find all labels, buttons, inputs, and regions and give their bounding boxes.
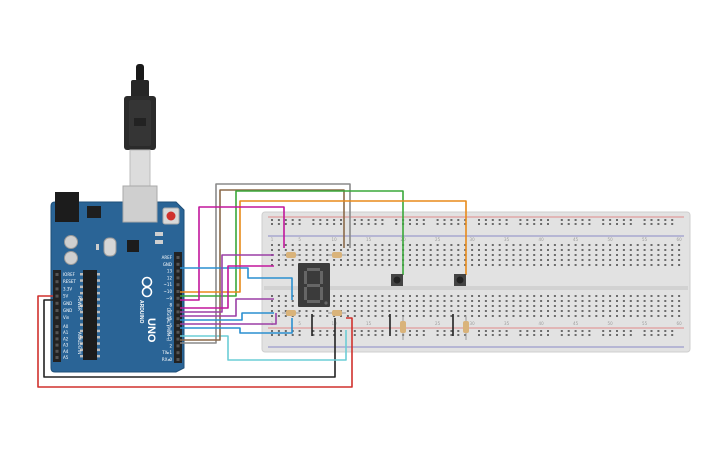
analog-header[interactable]	[53, 322, 61, 362]
wire-blue-3[interactable]	[180, 318, 293, 334]
digital-pin-label: ~10	[164, 289, 173, 294]
analog-pin-label: A4	[63, 349, 69, 354]
wire-magenta-2[interactable]	[180, 265, 274, 309]
wire-purple-3[interactable]	[180, 313, 277, 325]
column-number: 10	[332, 237, 338, 242]
breadboard-holes	[271, 219, 681, 336]
column-number: 25	[435, 237, 441, 242]
column-number: 55	[642, 321, 648, 326]
digital-pin-label: 4	[169, 330, 172, 335]
arduino-brand-label: ARDUINO	[138, 300, 144, 323]
button-resistors[interactable]	[400, 316, 469, 340]
breadboard[interactable]: 1155101015152020252530303535404045455050…	[261, 211, 691, 353]
analog-pin-label: A3	[63, 343, 69, 348]
wire-red[interactable]	[37, 295, 353, 388]
digital-header[interactable]	[174, 252, 182, 363]
digital-pin-label: 7	[169, 309, 172, 314]
column-number: 30	[470, 237, 476, 242]
column-number: 30	[470, 321, 476, 326]
analog-pin-label: A2	[63, 336, 69, 341]
reset-button[interactable]	[166, 211, 176, 221]
column-number: 35	[504, 321, 510, 326]
digital-pin-label: ~5	[166, 323, 172, 328]
power-pin-labels: IOREF RESET 3.3V 5V GND GND Vin	[63, 272, 76, 320]
column-number: 1	[271, 237, 274, 242]
analog-pin-label: A1	[63, 330, 69, 335]
power-pin-label: GND	[63, 301, 72, 306]
wire-green[interactable]	[180, 190, 404, 297]
power-pin-label: 5V	[63, 294, 69, 299]
wire-black[interactable]	[43, 299, 336, 378]
wire-purple-1[interactable]	[180, 254, 274, 313]
power-pin-label: GND	[63, 308, 72, 313]
column-number: 5	[298, 237, 301, 242]
analog-pin-label: A0	[63, 324, 69, 329]
column-number: 35	[504, 237, 510, 242]
digital-pin-label: 13	[167, 269, 173, 274]
column-number: 15	[366, 237, 372, 242]
column-number: 45	[573, 321, 579, 326]
arduino-uno-board[interactable]: ARDUINO UNO DIGITAL (PWM~) POWER ANALOG …	[50, 64, 185, 373]
push-button-icon[interactable]	[391, 274, 466, 286]
column-number: 40	[539, 321, 545, 326]
digital-pin-label: RX◂0	[162, 357, 173, 362]
digital-pin-label: AREF	[162, 255, 173, 260]
column-number: 5	[298, 321, 301, 326]
digital-pin-label: ~3	[166, 337, 172, 342]
column-number: 50	[608, 321, 614, 326]
power-pins-label: POWER	[77, 296, 82, 311]
column-number: 55	[642, 237, 648, 242]
wire-blue-2[interactable]	[180, 312, 274, 321]
digital-pin-label: 2	[169, 343, 172, 348]
wire-cyan[interactable]	[180, 330, 347, 361]
usb-cable-icon[interactable]	[124, 64, 156, 187]
wire-purple-2[interactable]	[180, 298, 274, 317]
wire-brown[interactable]	[180, 189, 345, 341]
column-number: 60	[677, 237, 683, 242]
digital-pin-label: 12	[167, 275, 173, 280]
power-pin-label: IOREF	[63, 272, 76, 277]
digital-pin-label: ~11	[164, 282, 173, 287]
column-number: 25	[435, 321, 441, 326]
power-header[interactable]	[53, 270, 61, 326]
column-number: 60	[677, 321, 683, 326]
wire-orange[interactable]	[180, 200, 467, 293]
wire-blue-1[interactable]	[180, 267, 293, 300]
wires[interactable]	[37, 183, 467, 388]
digital-pin-label: ~6	[166, 316, 172, 321]
column-number: 15	[366, 321, 372, 326]
column-number: 50	[608, 237, 614, 242]
digital-pin-label: 8	[169, 303, 172, 308]
arduino-logo-icon	[141, 276, 153, 298]
arduino-model-label: UNO	[145, 318, 157, 343]
digital-pin-label: TX▸1	[161, 350, 172, 355]
seven-segment-display-icon[interactable]	[298, 263, 330, 307]
power-pin-label: RESET	[63, 279, 76, 284]
digital-pins-label: DIGITAL (PWM~)	[166, 308, 171, 342]
analog-pins-label: ANALOG IN	[77, 332, 82, 354]
analog-pin-label: A5	[63, 355, 69, 360]
column-number: 40	[539, 237, 545, 242]
power-pin-label: 3.3V	[63, 286, 72, 291]
resistor-icon[interactable]	[282, 252, 346, 316]
wire-magenta[interactable]	[180, 206, 285, 301]
power-pin-label: Vin	[63, 315, 70, 320]
digital-pin-label: GND	[163, 262, 172, 267]
digital-pin-label: ~9	[166, 296, 172, 301]
wire-gray[interactable]	[180, 183, 351, 344]
column-number: 45	[573, 237, 579, 242]
